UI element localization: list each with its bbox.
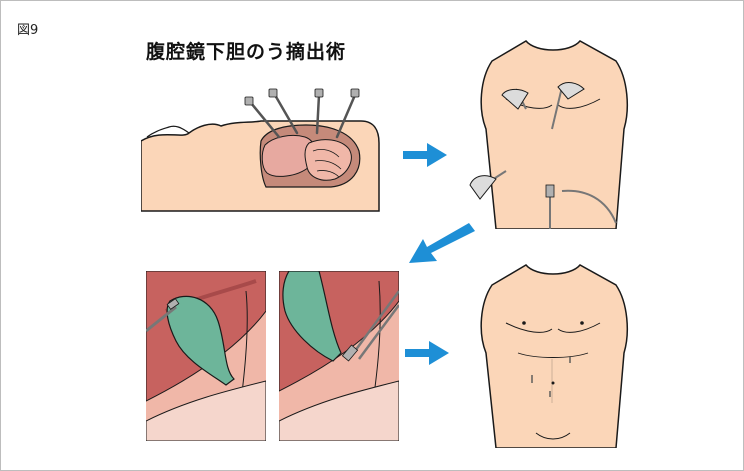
torso-outline xyxy=(480,40,629,229)
torso-after-surgery xyxy=(480,264,629,448)
trocars xyxy=(249,93,357,139)
gallbladder xyxy=(282,271,342,362)
torso-with-instruments xyxy=(469,40,629,229)
incision-marks xyxy=(531,357,571,397)
right-arrow-icon xyxy=(403,143,447,167)
patient-side-view xyxy=(141,88,380,212)
gallbladder xyxy=(166,295,235,386)
torso-outline xyxy=(480,264,629,448)
figure-title: 腹腔鏡下胆のう摘出術 xyxy=(146,41,347,63)
figure-label: 図9 xyxy=(17,23,39,38)
down-left-arrow-icon xyxy=(409,223,475,263)
right-arrow-icon xyxy=(405,341,449,365)
gallbladder-closeup-1 xyxy=(146,271,266,441)
gallbladder-closeup-2 xyxy=(279,271,399,441)
